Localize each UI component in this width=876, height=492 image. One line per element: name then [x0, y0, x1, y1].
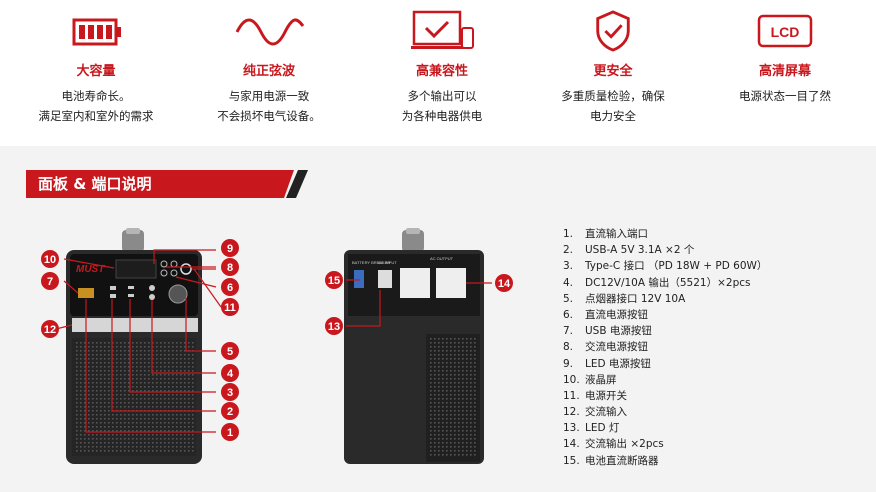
list-item-text: 交流电源按钮: [585, 341, 648, 354]
lcd-screen: [115, 259, 157, 279]
list-item: 6. 直流电源按钮: [563, 307, 767, 323]
list-item-text: Type-C 接口 （PD 18W + PD 60W）: [585, 260, 768, 273]
list-item: 14. 交流输出 ×2pcs: [563, 436, 767, 452]
devices-icon: [411, 10, 474, 49]
list-item-text: USB-A 5V 3.1A ×2 个: [585, 244, 695, 257]
back-view-diagram: BATTERY BREAKER AC INPUT AC OUTPUT 15 13…: [325, 228, 513, 464]
list-item-text: 电池直流断路器: [585, 454, 659, 467]
list-item: 5. 点烟器接口 12V 10A: [563, 291, 767, 307]
ac-input-socket: [378, 270, 392, 288]
list-item-number: 12.: [563, 406, 580, 419]
ac-outlet-2: [436, 268, 466, 298]
list-item-number: 6.: [563, 308, 574, 321]
feature-title: 更安全: [593, 64, 633, 79]
callout-7: 7: [47, 276, 53, 288]
list-item-number: 5.: [563, 292, 574, 305]
list-item-text: LED 灯: [585, 422, 620, 435]
panel-section: 面板 & 端口说明 MUST: [0, 146, 876, 492]
callout-11: 11: [224, 302, 236, 314]
features-band: 大容量 电池寿命长。 满足室内和室外的需求 纯正弦波 与家用电源一致 不会损坏电…: [0, 0, 876, 146]
callout-5: 5: [227, 346, 233, 358]
ac-outlet-1: [400, 268, 430, 298]
feature-title: 大容量: [76, 64, 116, 79]
lcd-icon: LCD: [757, 14, 813, 48]
feature-description: 电源状态一目了然: [739, 89, 831, 103]
callout-2: 2: [227, 406, 233, 418]
list-item-number: 15.: [563, 454, 580, 467]
list-item: 11. 电源开关: [563, 388, 767, 404]
list-item-number: 8.: [563, 341, 574, 354]
list-item-text: LED 电源按钮: [585, 357, 651, 370]
feature-description: 电池寿命长。 满足室内和室外的需求: [38, 89, 154, 123]
callout-6: 6: [227, 282, 233, 294]
list-item: 12. 交流输入: [563, 404, 767, 420]
section-title: 面板 & 端口说明: [38, 175, 152, 193]
battery-breaker-label: BATTERY BREAKER: [352, 260, 390, 265]
list-item-number: 14.: [563, 438, 580, 451]
callout-13: 13: [328, 321, 340, 333]
list-item-text: USB 电源按钮: [585, 325, 652, 338]
list-item: 13. LED 灯: [563, 420, 767, 436]
handle: [122, 230, 144, 252]
list-item-number: 7.: [563, 325, 574, 338]
callout-10: 10: [44, 254, 56, 266]
list-item-number: 2.: [563, 244, 574, 257]
list-item-text: 电源开关: [585, 389, 627, 402]
list-item-text: 交流输出 ×2pcs: [585, 438, 664, 451]
list-item-text: 点烟器接口 12V 10A: [585, 292, 686, 305]
list-item: 15. 电池直流断路器: [563, 453, 767, 469]
list-item-text: 直流输入端口: [585, 228, 648, 240]
list-item-number: 1.: [563, 228, 574, 240]
dc-breaker[interactable]: [354, 270, 364, 288]
list-item-number: 9.: [563, 357, 574, 370]
vent-grille: [76, 342, 194, 452]
list-item: 4. DC12V/10A 输出（5521）×2pcs: [563, 275, 767, 291]
list-item: 1. 直流输入端口: [563, 226, 767, 242]
callout-9: 9: [227, 243, 233, 255]
list-item: 9. LED 电源按钮: [563, 356, 767, 372]
list-item-number: 4.: [563, 276, 574, 289]
handle: [402, 230, 424, 252]
list-item-number: 3.: [563, 260, 574, 273]
battery-icon: [72, 18, 121, 46]
vent-grille: [430, 338, 476, 456]
lcd-icon-label: LCD: [771, 24, 800, 40]
list-item-number: 13.: [563, 422, 580, 435]
ac-input-label: AC INPUT: [378, 260, 397, 265]
callout-8: 8: [227, 262, 233, 274]
feature-description: 多重质量检验，确保 电力安全: [561, 89, 665, 123]
list-item: 2. USB-A 5V 3.1A ×2 个: [563, 242, 767, 258]
feature-title: 高兼容性: [415, 64, 468, 79]
list-item-text: DC12V/10A 输出（5521）×2pcs: [585, 276, 751, 289]
list-item: 7. USB 电源按钮: [563, 323, 767, 339]
list-item: 10. 液晶屏: [563, 372, 767, 388]
list-item: 8. 交流电源按钮: [563, 339, 767, 355]
list-item-number: 11.: [563, 389, 580, 402]
power-switch[interactable]: [180, 263, 192, 275]
callout-14: 14: [498, 278, 511, 290]
sine-wave-icon: [235, 18, 305, 46]
shield-check-icon: [596, 10, 630, 52]
list-item-text: 交流输入: [585, 406, 627, 419]
feature-description: 多个输出可以 为各种电器供电: [401, 89, 483, 123]
callout-3: 3: [227, 387, 233, 399]
feature-title: 高清屏幕: [758, 64, 811, 79]
list-item-number: 10.: [563, 373, 580, 386]
feature-description: 与家用电源一致 不会损坏电气设备。: [217, 89, 321, 123]
list-item-text: 直流电源按钮: [585, 308, 648, 321]
port-list: 1. 直流输入端口 2. USB-A 5V 3.1A ×2 个 3. Type-C 接口 …: [563, 226, 767, 469]
front-view-diagram: MUST: [55, 228, 217, 464]
callout-4: 4: [227, 368, 234, 380]
callout-1: 1: [227, 427, 233, 439]
front-callouts: 1 2 3 4 5 6 7 8 9 10 11 12: [41, 239, 239, 441]
list-item-text: 液晶屏: [585, 373, 617, 386]
section-header: 面板 & 端口说明: [26, 170, 316, 198]
list-item: 3. Type-C 接口 （PD 18W + PD 60W）: [563, 258, 767, 274]
ac-output-label: AC OUTPUT: [430, 256, 454, 261]
feature-title: 纯正弦波: [242, 64, 295, 79]
ac-input-strip: [72, 318, 198, 332]
brand-logo: MUST: [76, 264, 105, 275]
callout-12: 12: [44, 324, 56, 336]
callout-15: 15: [328, 275, 340, 287]
